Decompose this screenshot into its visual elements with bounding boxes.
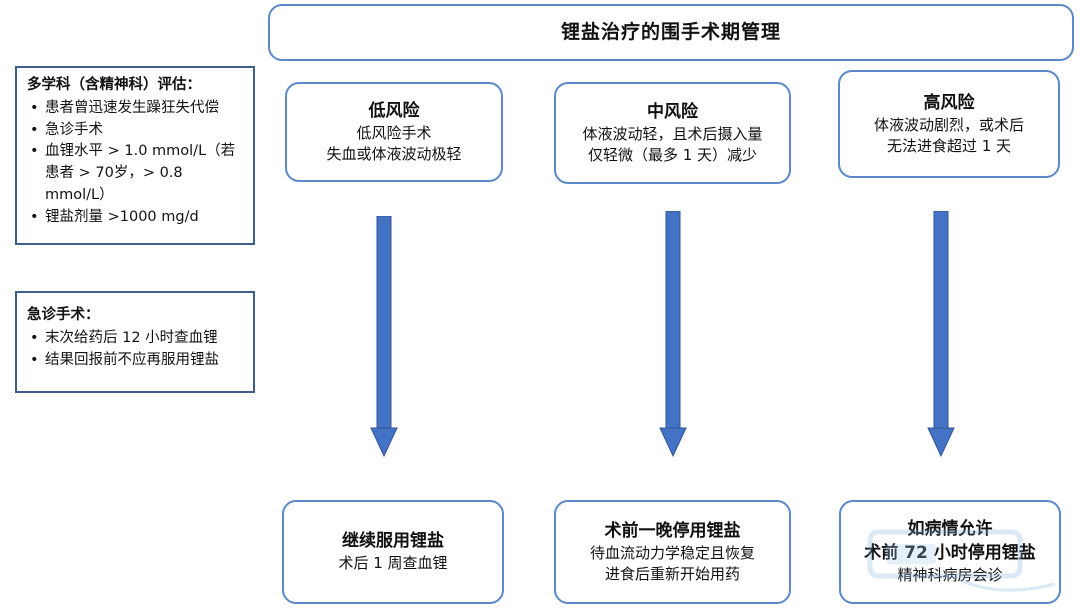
assessment-item: 锂盐剂量 >1000 mg/d <box>27 207 243 229</box>
risk-low-title: 低风险 <box>368 100 420 121</box>
assessment-item: 血锂水平 > 1.0 mmol/L（若患者 > 70岁，> 0.8 mmol/L… <box>27 141 243 206</box>
action-mid-line: 进食后重新开始用药 <box>604 565 740 584</box>
risk-high-box: 高风险 体液波动剧烈，或术后 无法进食超过 1 天 <box>838 70 1060 178</box>
emergency-panel: 急诊手术： 末次给药后 12 小时查血锂 结果回报前不应再服用锂盐 <box>15 291 255 393</box>
action-high-title: 如病情允许 <box>907 519 993 540</box>
risk-mid-line: 体液波动轻，且术后摄入量 <box>582 124 763 143</box>
risk-mid-line: 仅轻微（最多 1 天）减少 <box>587 146 758 165</box>
emergency-list: 末次给药后 12 小时查血锂 结果回报前不应再服用锂盐 <box>27 328 243 372</box>
risk-low-box: 低风险 低风险手术 失血或体液波动极轻 <box>285 82 503 182</box>
risk-low-line: 失血或体液波动极轻 <box>326 145 462 164</box>
emergency-item: 结果回报前不应再服用锂盐 <box>27 350 243 372</box>
arrow-mid <box>659 211 687 458</box>
assessment-item: 患者曾迅速发生躁狂失代偿 <box>27 98 243 120</box>
assessment-item: 急诊手术 <box>27 120 243 142</box>
risk-mid-title: 中风险 <box>647 101 698 122</box>
risk-low-line: 低风险手术 <box>356 123 432 142</box>
action-low-line: 术后 1 周查血锂 <box>338 554 448 573</box>
risk-mid-box: 中风险 体液波动轻，且术后摄入量 仅轻微（最多 1 天）减少 <box>554 82 791 184</box>
assessment-heading: 多学科（含精神科）评估： <box>27 77 201 93</box>
emergency-heading: 急诊手术： <box>27 307 100 323</box>
action-high-box: 如病情允许 术前 72 小时停用锂盐 精神科病房会诊 <box>839 500 1061 604</box>
risk-high-title: 高风险 <box>923 92 975 113</box>
arrow-low <box>370 216 398 458</box>
emergency-item: 末次给药后 12 小时查血锂 <box>27 328 243 350</box>
diagram-title: 锂盐治疗的围手术期管理 <box>268 4 1074 61</box>
assessment-panel: 多学科（含精神科）评估： 患者曾迅速发生躁狂失代偿 急诊手术 血锂水平 > 1.… <box>15 66 255 245</box>
action-mid-box: 术前一晚停用锂盐 待血流动力学稳定且恢复 进食后重新开始用药 <box>554 500 791 604</box>
risk-high-line: 体液波动剧烈，或术后 <box>873 115 1024 134</box>
action-high-title: 术前 72 小时停用锂盐 <box>864 543 1036 564</box>
action-low-title: 继续服用锂盐 <box>342 531 444 552</box>
risk-high-line: 无法进食超过 1 天 <box>886 137 1012 156</box>
arrow-high <box>927 211 955 458</box>
assessment-list: 患者曾迅速发生躁狂失代偿 急诊手术 血锂水平 > 1.0 mmol/L（若患者 … <box>27 98 243 229</box>
action-high-line: 精神科病房会诊 <box>897 566 1003 585</box>
action-mid-line: 待血流动力学稳定且恢复 <box>589 543 755 562</box>
action-mid-title: 术前一晚停用锂盐 <box>604 520 741 541</box>
action-low-box: 继续服用锂盐 术后 1 周查血锂 <box>282 500 504 604</box>
